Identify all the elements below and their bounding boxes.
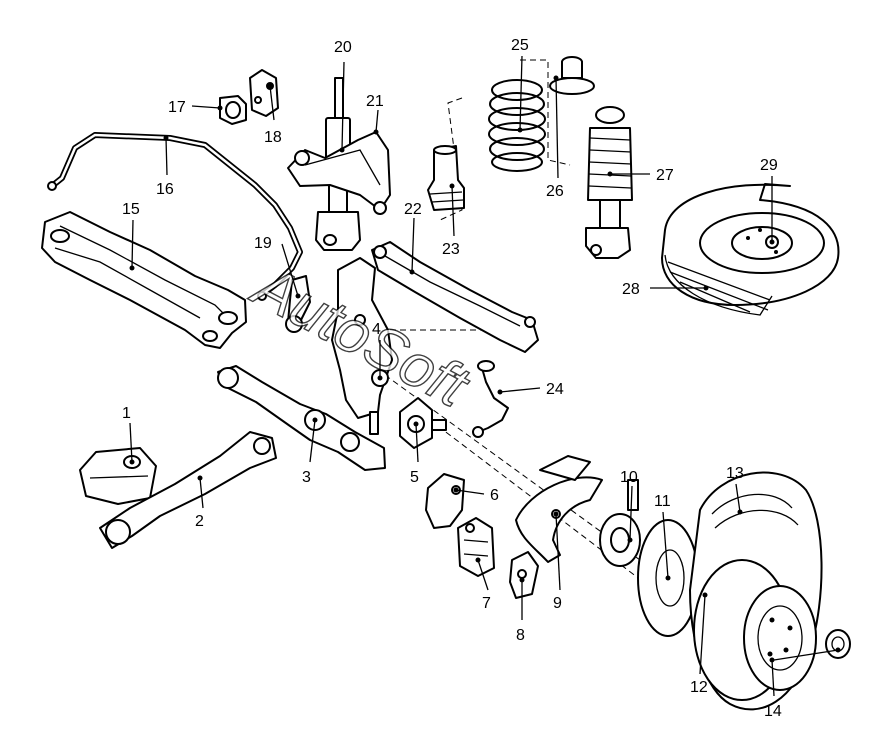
- callout-10: 10: [620, 469, 638, 486]
- part-1-mount: [79, 447, 157, 505]
- callout-27: 27: [656, 167, 674, 184]
- callout-15: 15: [122, 201, 140, 218]
- callout-22: 22: [404, 201, 422, 218]
- callout-4: 4: [372, 321, 381, 338]
- part-22-lower-link: [371, 241, 539, 353]
- part-15-subframe: [41, 211, 247, 349]
- part-9-brake-shield: [515, 455, 603, 563]
- part-10-hub: [599, 479, 641, 567]
- callout-23: 23: [442, 241, 460, 258]
- part-25-coil-spring: [488, 79, 546, 172]
- part-26-upper-mount: [549, 56, 595, 95]
- callout-3: 3: [302, 469, 311, 486]
- callout-9: 9: [553, 595, 562, 612]
- part-3-control-arm: [217, 365, 386, 471]
- callout-25: 25: [511, 37, 529, 54]
- part-21-upper-arm: [287, 131, 391, 215]
- callout-1: 1: [122, 405, 131, 422]
- callout-17: 17: [168, 99, 186, 116]
- callout-2: 2: [195, 513, 204, 530]
- callout-26: 26: [546, 183, 564, 200]
- part-16-stabilizer-bar: [47, 132, 303, 301]
- callout-29: 29: [760, 157, 778, 174]
- callout-5: 5: [410, 469, 419, 486]
- part-27-coilover: [585, 106, 633, 259]
- part-8-brake-pads: [509, 551, 539, 599]
- callout-20: 20: [334, 39, 352, 56]
- part-24-abs-sensor: [472, 360, 509, 438]
- part-14-hub-cap: [825, 629, 851, 659]
- callout-8: 8: [516, 627, 525, 644]
- callout-19: 19: [254, 235, 272, 252]
- callout-16: 16: [156, 181, 174, 198]
- callout-12: 12: [690, 679, 708, 696]
- callout-14: 14: [764, 703, 782, 720]
- callout-24: 24: [546, 381, 564, 398]
- callout-7: 7: [482, 595, 491, 612]
- callout-11: 11: [654, 493, 671, 510]
- callout-labels: 1 2 3 4 5 6 7 8 9 10 11 12 13 14 15 16 1…: [122, 37, 782, 720]
- leader-lines: [129, 55, 841, 697]
- part-6-caliper-bracket: [425, 473, 465, 529]
- part-19-drop-link: [285, 275, 311, 333]
- part-18-bracket: [249, 69, 279, 117]
- part-7-brake-caliper: [457, 517, 495, 577]
- callout-21: 21: [366, 93, 384, 110]
- part-29-wheel-rim: [699, 212, 825, 274]
- part-23-bump-stop: [427, 145, 465, 211]
- callout-13: 13: [726, 465, 744, 482]
- part-12-wheel-rim: [693, 559, 817, 701]
- part-2-lower-arm: [99, 431, 277, 549]
- callout-28: 28: [622, 281, 640, 298]
- callout-6: 6: [490, 487, 499, 504]
- part-17-bushing: [219, 95, 247, 125]
- callout-18: 18: [264, 129, 282, 146]
- part-4-knuckle: [331, 257, 393, 435]
